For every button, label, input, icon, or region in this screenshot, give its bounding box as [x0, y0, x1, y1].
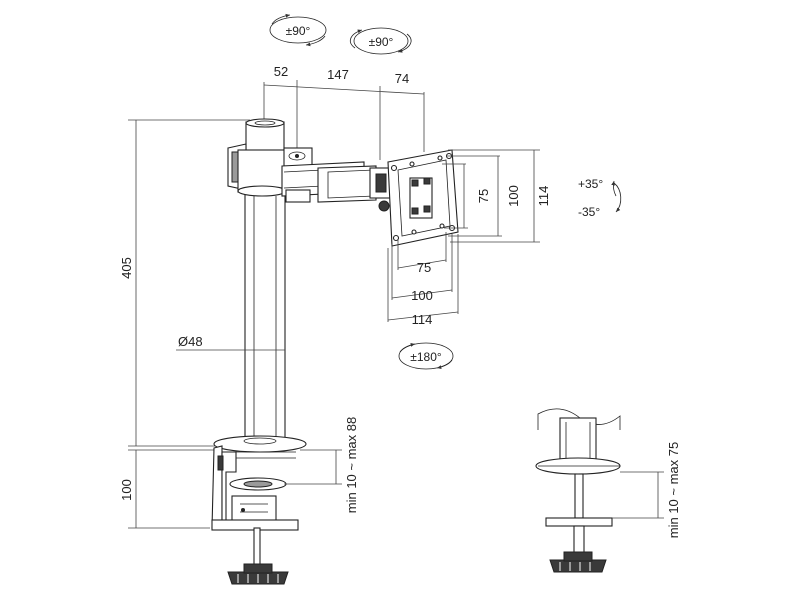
pole-height-label: 405	[119, 257, 134, 279]
vesa-width-dimensions: 75 100 114	[387, 232, 459, 327]
pole-diameter-label: Ø48	[178, 334, 203, 349]
arm-dim-147: 147	[327, 67, 349, 82]
vesa-w75-label: 75	[417, 260, 431, 275]
clamp-range-detail-label: min 10 ~ max 75	[666, 442, 681, 538]
vesa-height-dimensions: 75 100 114	[442, 149, 551, 243]
tilt-up-label: +35°	[578, 177, 603, 191]
swivel-bubble-1: ±90°	[269, 13, 327, 47]
arm-dimensions: 52 147 74	[263, 64, 425, 160]
vesa-h75-label: 75	[476, 189, 491, 203]
pole: Ø48	[176, 191, 286, 447]
vesa-w100-label: 100	[411, 288, 433, 303]
clamp-range-main-label: min 10 ~ max 88	[344, 417, 359, 513]
desk-clamp-detail	[535, 408, 621, 573]
vesa-w114-label: 114	[412, 312, 433, 327]
swivel-label-2: ±90°	[369, 35, 394, 49]
swivel-bubble-2: ±90°	[349, 27, 412, 55]
vesa-h114-label: 114	[536, 186, 551, 207]
tilt-indicator: +35° -35°	[578, 177, 622, 219]
swivel-label-1: ±90°	[286, 24, 311, 38]
tilt-down-label: -35°	[578, 205, 600, 219]
arm-assembly	[227, 118, 393, 212]
rotate-label: ±180°	[410, 350, 442, 364]
arm-dim-52: 52	[274, 64, 288, 79]
arm-dim-74: 74	[395, 71, 409, 86]
clamp-height-label: 100	[119, 479, 134, 501]
clamp-height-dimension: 100	[119, 449, 215, 529]
clamp-range-main-dimension: min 10 ~ max 88	[284, 417, 359, 513]
vesa-h100-label: 100	[506, 185, 521, 207]
rotate-bubble: ±180°	[398, 342, 454, 370]
desk-clamp-main	[211, 435, 307, 585]
vesa-plate	[387, 149, 459, 247]
clamp-range-detail-dimension: min 10 ~ max 75	[612, 442, 681, 538]
